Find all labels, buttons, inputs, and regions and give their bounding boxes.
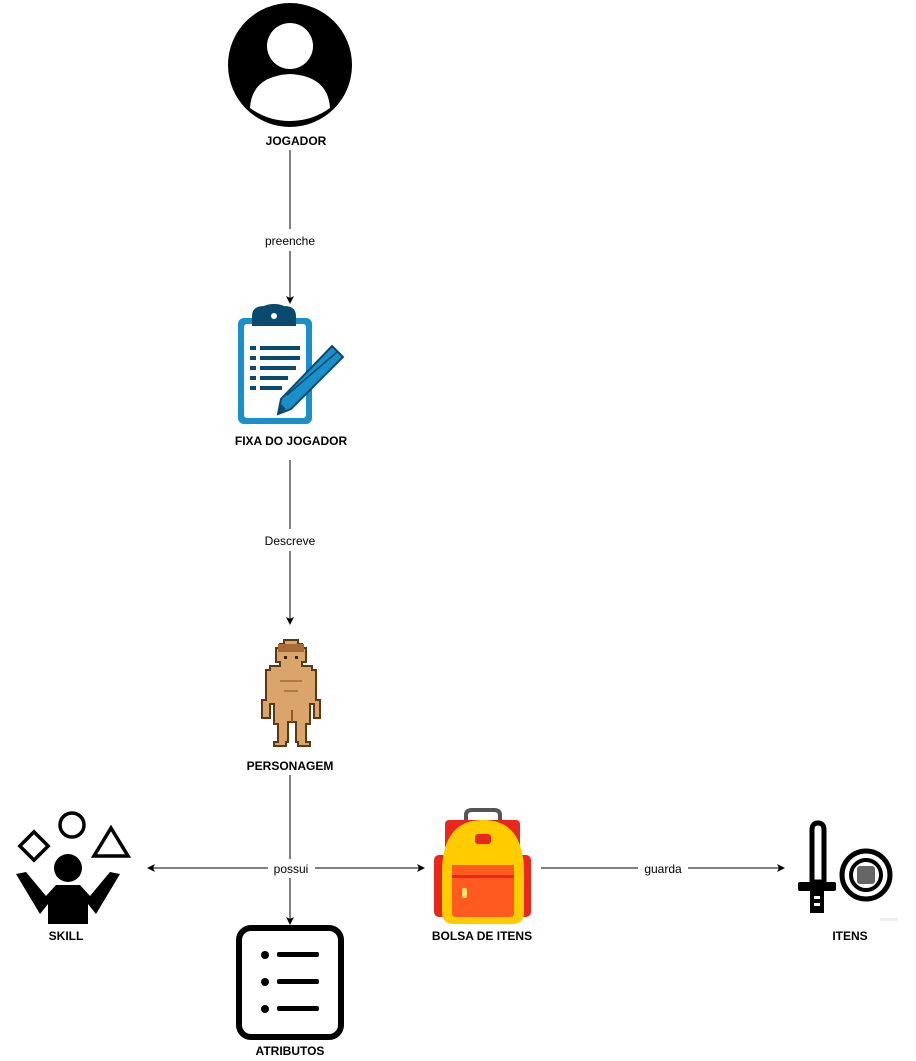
node-jogador[interactable]: JOGADOR [228, 3, 352, 148]
node-label-personagem: PERSONAGEM [247, 759, 334, 773]
node-bolsa[interactable]: BOLSA DE ITENS [432, 808, 532, 943]
node-fixa[interactable]: FIXA DO JOGADOR [235, 304, 348, 448]
node-label-itens: ITENS [832, 929, 867, 943]
edge-possui[interactable]: possui [147, 775, 425, 925]
backpack-icon [434, 808, 531, 924]
node-label-skill: SKILL [49, 929, 84, 943]
faint-mark [880, 918, 898, 921]
node-personagem[interactable]: PERSONAGEM [247, 639, 334, 773]
edge-label-guarda: guarda [644, 862, 682, 876]
node-label-atributos: ATRIBUTOS [256, 1044, 325, 1058]
node-label-fixa: FIXA DO JOGADOR [235, 434, 348, 448]
edge-label-possui: possui [274, 862, 309, 876]
node-label-bolsa: BOLSA DE ITENS [432, 929, 532, 943]
node-label-jogador: JOGADOR [266, 134, 327, 148]
edge-guarda[interactable]: guarda [541, 862, 785, 876]
list-icon [236, 925, 344, 1040]
sword-shield-icon [798, 820, 893, 913]
edge-preenche[interactable]: preenche [265, 150, 315, 304]
node-atributos[interactable]: ATRIBUTOS [236, 925, 344, 1058]
user-circle-icon [228, 3, 352, 127]
juggling-shapes-person-icon [16, 811, 132, 924]
node-itens[interactable]: ITENS [798, 820, 893, 943]
edge-descreve[interactable]: Descreve [265, 460, 316, 625]
clipboard-pencil-icon [238, 304, 345, 424]
edge-label-preenche: preenche [265, 234, 315, 248]
node-skill[interactable]: SKILL [16, 811, 132, 943]
edge-label-descreve: Descreve [265, 534, 316, 548]
pixel-character-icon [261, 639, 321, 747]
